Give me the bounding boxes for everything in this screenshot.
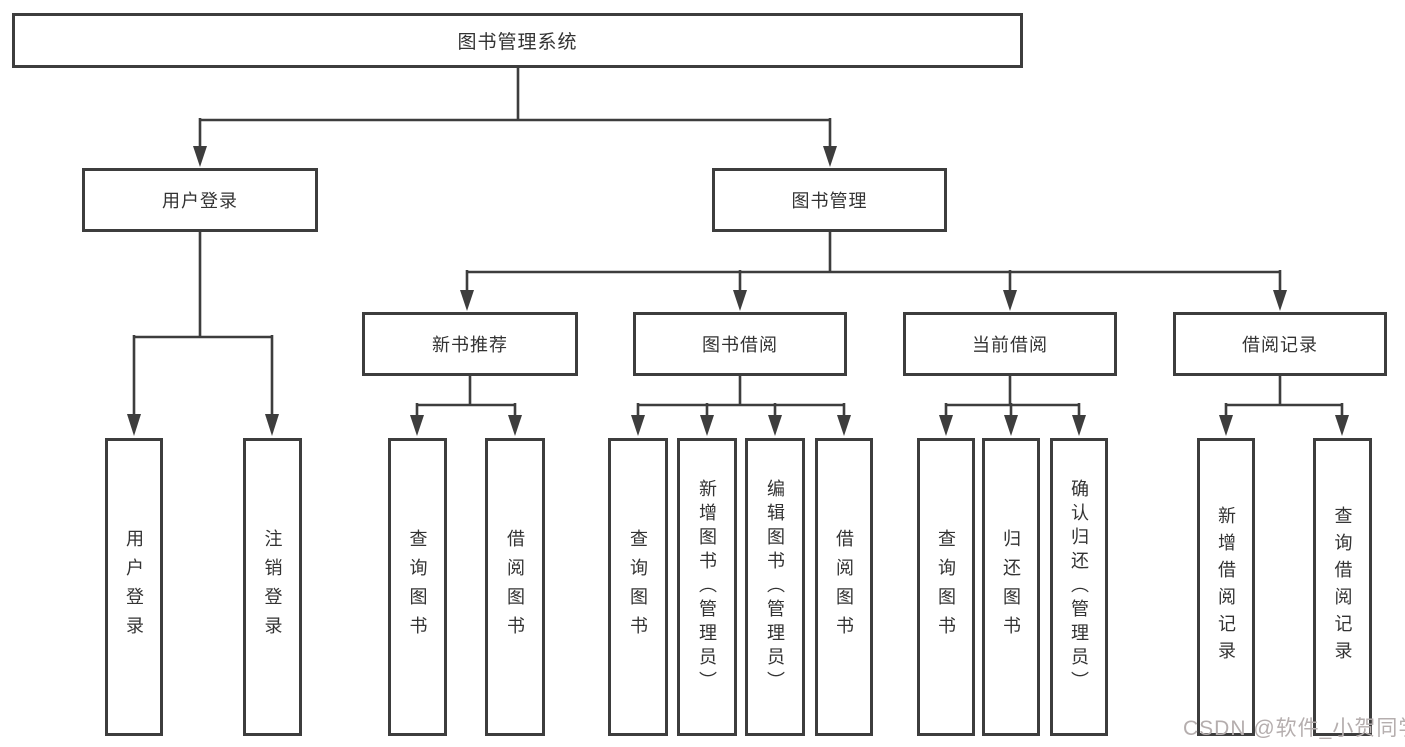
node-label: 当前借阅 xyxy=(972,335,1048,355)
arrow-down-icon xyxy=(631,415,645,436)
arrow-down-icon xyxy=(823,146,837,167)
node-logout: 注销登录 xyxy=(243,438,302,736)
node-query-borrow-record: 查询借阅记录 xyxy=(1313,438,1372,736)
node-label: 新增图书（管理员） xyxy=(697,479,717,695)
node-label: 图书管理 xyxy=(791,191,868,211)
arrow-down-icon xyxy=(939,415,953,436)
node-label: 借阅图书 xyxy=(505,529,525,645)
arrow-down-icon xyxy=(1072,415,1086,436)
node-return-book: 归还图书 xyxy=(982,438,1040,736)
node-borrow-records: 借阅记录 xyxy=(1173,312,1387,376)
arrow-down-icon xyxy=(1219,415,1233,436)
node-label: 图书管理系统 xyxy=(457,32,578,53)
node-label: 查询图书 xyxy=(936,529,956,645)
arrow-down-icon xyxy=(193,146,207,167)
arrow-down-icon xyxy=(1335,415,1349,436)
connector-book-mgmt-children xyxy=(460,232,1287,311)
arrow-down-icon xyxy=(410,415,424,436)
arrow-down-icon xyxy=(127,414,141,436)
connector-book-borrow-children xyxy=(631,376,851,436)
node-label: 确认归还（管理员） xyxy=(1069,479,1089,695)
connector-user-login-children xyxy=(127,232,279,436)
node-label: 新增借阅记录 xyxy=(1216,506,1236,668)
node-label: 图书借阅 xyxy=(702,335,778,355)
node-query-book-borrow: 查询图书 xyxy=(608,438,668,736)
node-label: 归还图书 xyxy=(1001,529,1021,645)
node-book-management: 图书管理 xyxy=(712,168,947,232)
node-label: 查询图书 xyxy=(628,529,648,645)
node-book-borrow: 图书借阅 xyxy=(633,312,847,376)
node-label: 借阅记录 xyxy=(1242,335,1318,355)
node-label: 借阅图书 xyxy=(834,529,854,645)
arrow-down-icon xyxy=(1004,415,1018,436)
node-label: 查询借阅记录 xyxy=(1332,506,1353,668)
connector-new-book-rec-children xyxy=(410,376,522,436)
node-label: 用户登录 xyxy=(162,191,238,211)
node-library-system: 图书管理系统 xyxy=(12,13,1023,68)
node-label: 编辑图书（管理员） xyxy=(765,479,785,695)
arrow-down-icon xyxy=(265,414,279,436)
node-label: 新书推荐 xyxy=(432,335,508,355)
node-user-login-action: 用户登录 xyxy=(105,438,163,736)
node-edit-book-admin: 编辑图书（管理员） xyxy=(745,438,805,736)
arrow-down-icon xyxy=(837,415,851,436)
node-query-book-current: 查询图书 xyxy=(917,438,975,736)
connector-borrow-records-children xyxy=(1219,376,1349,436)
node-add-borrow-record: 新增借阅记录 xyxy=(1197,438,1255,736)
arrow-down-icon xyxy=(460,290,474,311)
node-current-borrow: 当前借阅 xyxy=(903,312,1117,376)
node-new-book-recommend: 新书推荐 xyxy=(362,312,578,376)
connector-current-borrow-children xyxy=(939,376,1086,436)
node-borrow-book: 借阅图书 xyxy=(815,438,873,736)
node-label: 注销登录 xyxy=(262,529,283,645)
node-borrow-book-recommend: 借阅图书 xyxy=(485,438,545,736)
node-user-login: 用户登录 xyxy=(82,168,318,232)
arrow-down-icon xyxy=(1003,290,1017,311)
arrow-down-icon xyxy=(700,415,714,436)
node-confirm-return-admin: 确认归还（管理员） xyxy=(1050,438,1108,736)
arrow-down-icon xyxy=(1273,290,1287,311)
arrow-down-icon xyxy=(733,290,747,311)
node-query-book-recommend: 查询图书 xyxy=(388,438,447,736)
node-add-book-admin: 新增图书（管理员） xyxy=(677,438,737,736)
node-label: 查询图书 xyxy=(407,529,428,645)
arrow-down-icon xyxy=(768,415,782,436)
csdn-watermark: CSDN @软件_小贺同学 xyxy=(1183,717,1405,740)
node-label: 用户登录 xyxy=(124,529,144,645)
arrow-down-icon xyxy=(508,415,522,436)
connector-root-to-level2 xyxy=(193,68,837,167)
